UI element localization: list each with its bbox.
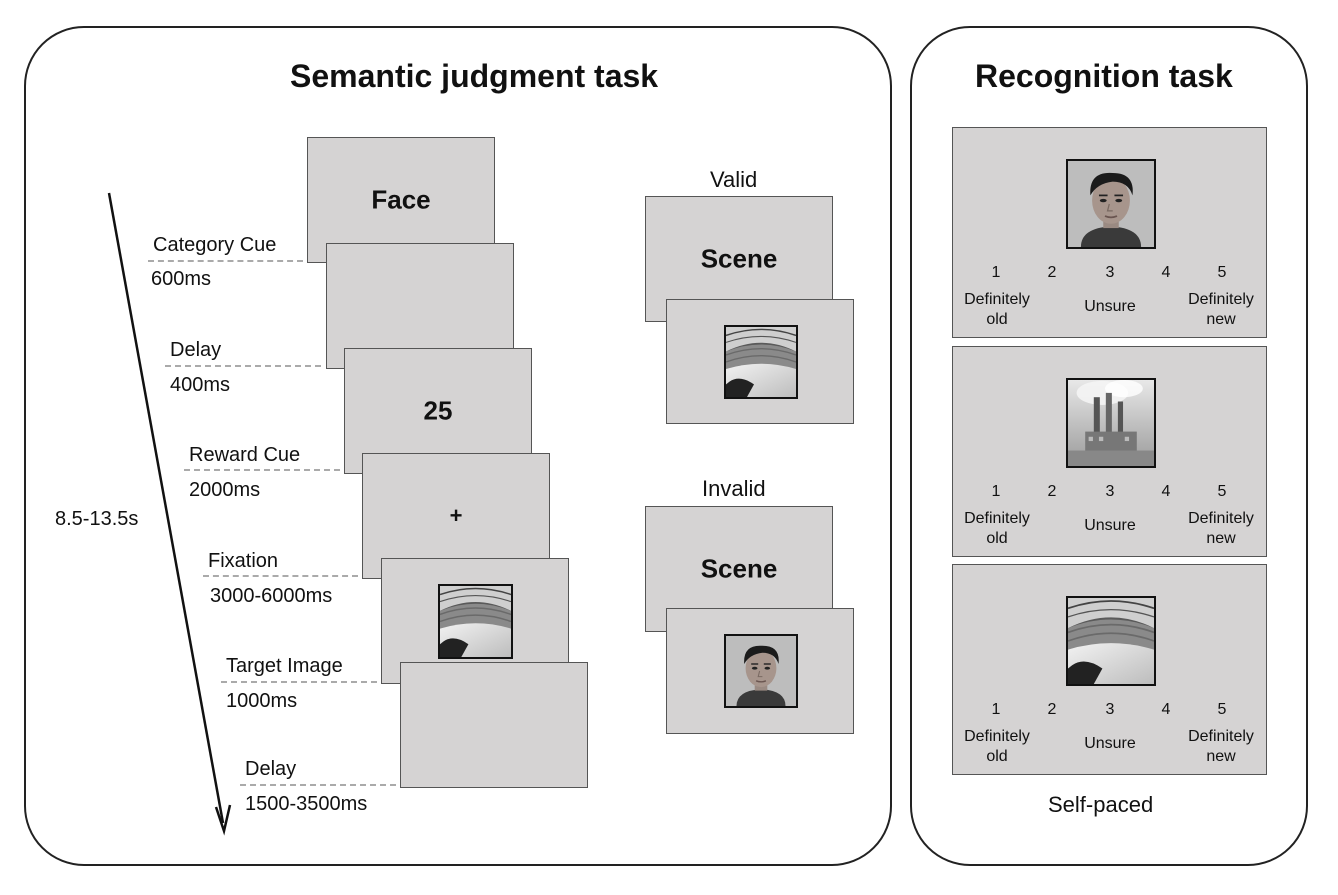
scene-photo-icon <box>724 325 798 399</box>
total-duration-label: 8.5-13.5s <box>55 508 139 530</box>
face-photo-icon <box>724 634 798 708</box>
valid-label: Valid <box>710 167 758 192</box>
event-leader <box>148 260 303 262</box>
event-leader <box>203 575 358 577</box>
event-duration-category-cue: 600ms <box>151 268 212 290</box>
scale-number: 5 <box>1217 483 1227 500</box>
event-name-delay-1: Delay <box>170 339 222 361</box>
scale-label-new: Definitely new <box>1188 510 1254 547</box>
scale-number: 3 <box>1105 483 1115 500</box>
scale-number: 1 <box>991 264 1001 281</box>
event-name-reward-cue: Reward Cue <box>189 444 301 466</box>
event-name-fixation: Fixation <box>208 550 279 572</box>
scale-label-old: Definitely old <box>964 728 1030 765</box>
recognition-task-title: Recognition task <box>975 58 1233 94</box>
scale-label-unsure: Unsure <box>1084 298 1136 315</box>
semantic-task-panel <box>24 26 892 866</box>
event-duration-delay-1: 400ms <box>170 374 231 396</box>
category-cue-text: Face <box>371 184 431 215</box>
self-paced-label: Self-paced <box>1048 792 1154 817</box>
scale-number: 1 <box>991 701 1001 718</box>
scale-number: 2 <box>1047 701 1057 718</box>
event-name-target-image: Target Image <box>226 655 343 677</box>
scale-label-unsure: Unsure <box>1084 517 1136 534</box>
event-leader <box>221 681 377 683</box>
event-duration-delay-2: 1500-3500ms <box>245 793 368 815</box>
recognition-screen-1: 1 2 3 4 5 Definitely old Unsure Definite… <box>952 127 1267 338</box>
screen-delay-2 <box>400 662 588 788</box>
scene-photo-icon <box>438 584 513 659</box>
scale-number: 3 <box>1105 701 1115 718</box>
timeline-arrow-icon <box>107 192 232 836</box>
scale-number: 2 <box>1047 483 1057 500</box>
scale-label-old: Definitely old <box>964 291 1030 328</box>
scale-number: 4 <box>1161 701 1171 718</box>
reward-cue-text: 25 <box>423 395 453 426</box>
screen-category-cue: Face <box>307 137 495 263</box>
scale-number: 4 <box>1161 264 1171 281</box>
recognition-screen-3: 1 2 3 4 5 Definitely old Unsure Definite… <box>952 564 1267 775</box>
scale-number: 4 <box>1161 483 1171 500</box>
scale-number: 2 <box>1047 264 1057 281</box>
scene-photo-icon <box>1066 596 1156 686</box>
scale-number: 3 <box>1105 264 1115 281</box>
scale-number: 1 <box>991 483 1001 500</box>
scale-number: 5 <box>1217 264 1227 281</box>
event-name-delay-2: Delay <box>245 758 297 780</box>
screen-valid-target <box>666 299 854 424</box>
scale-label-new: Definitely new <box>1188 728 1254 765</box>
scale-label-old: Definitely old <box>964 510 1030 547</box>
face-photo-icon <box>1066 159 1156 249</box>
scene-photo-icon <box>1066 378 1156 468</box>
event-leader <box>240 784 396 786</box>
event-duration-target-image: 1000ms <box>226 690 298 712</box>
scale-label-new: Definitely new <box>1188 291 1254 328</box>
event-leader <box>165 365 321 367</box>
event-duration-reward-cue: 2000ms <box>189 479 261 501</box>
valid-cue-text: Scene <box>700 243 778 274</box>
event-leader <box>184 469 340 471</box>
recognition-screen-2: 1 2 3 4 5 Definitely old Unsure Definite… <box>952 346 1267 557</box>
screen-invalid-target <box>666 608 854 734</box>
event-name-category-cue: Category Cue <box>153 234 277 256</box>
recognition-task-panel <box>910 26 1308 866</box>
invalid-label: Invalid <box>702 476 766 501</box>
scale-number: 5 <box>1217 701 1227 718</box>
event-duration-fixation: 3000-6000ms <box>210 585 333 607</box>
invalid-cue-text: Scene <box>700 553 778 584</box>
fixation-cross: + <box>449 503 463 528</box>
scale-label-unsure: Unsure <box>1084 735 1136 752</box>
semantic-task-title: Semantic judgment task <box>290 58 659 94</box>
